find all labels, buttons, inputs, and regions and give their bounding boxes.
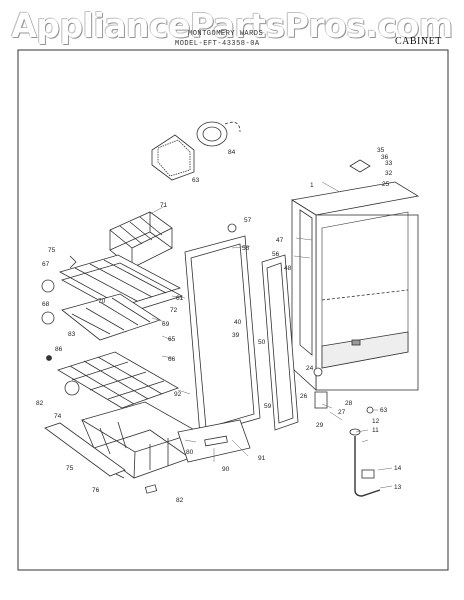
part-82 [64,380,80,396]
label-75b: 75 [66,465,74,472]
label-47: 47 [276,237,284,244]
label-36: 36 [381,154,389,161]
label-67: 67 [42,261,50,268]
label-63: 63 [192,177,200,184]
label-57: 57 [244,217,252,224]
label-75: 75 [48,247,56,254]
brand-heading: MONTGOMERY WARDS [188,30,264,38]
drain-cup [349,428,361,436]
label-13: 13 [394,484,402,491]
label-74: 74 [54,413,62,420]
label-39: 39 [232,332,240,339]
label-70: 70 [98,298,106,305]
label-12: 12 [372,418,380,425]
thermostat-knob [349,159,371,173]
part-68 [41,311,55,325]
label-71: 71 [160,202,168,209]
label-35: 35 [377,147,385,154]
label-48: 48 [284,265,292,272]
door-panel [184,235,261,436]
part-75 [69,255,77,269]
label-24: 24 [306,365,314,372]
label-82b: 82 [176,497,184,504]
toe-grille [177,419,251,463]
screw-63 [366,406,374,414]
label-32: 32 [385,170,393,177]
drain-hose [354,436,381,497]
label-1: 1 [310,182,314,189]
label-80: 80 [186,449,194,456]
section-title: CABINET [395,36,442,47]
label-25: 25 [382,181,390,188]
screw-86 [46,355,52,361]
label-91: 91 [258,455,266,462]
part-76 [115,473,125,479]
label-61: 61 [176,295,184,302]
drain-fitting [361,469,375,479]
screw-57 [227,223,237,233]
model-heading: MODEL-EFT-43358-0A [175,40,260,48]
label-11: 11 [372,427,379,434]
label-86: 86 [55,346,63,353]
label-72: 72 [170,307,178,314]
label-66: 66 [168,356,176,363]
label-28: 28 [345,400,353,407]
label-58: 58 [242,245,250,252]
label-63b: 63 [380,407,388,414]
label-29: 29 [316,422,324,429]
label-27: 27 [338,409,346,416]
label-33: 33 [385,160,393,167]
label-69: 69 [162,321,170,328]
part-82b [144,484,158,494]
label-50: 50 [258,339,266,346]
label-68: 68 [42,301,50,308]
fan-assembly [151,121,241,181]
watermark: AppliancePartsPros.com [11,6,453,45]
label-14: 14 [394,465,402,472]
door-gasket [261,254,299,431]
middle-shelf [61,293,161,341]
part-67 [41,279,55,293]
label-82: 82 [36,400,44,407]
label-90: 90 [222,466,230,473]
label-84: 84 [228,149,236,156]
cabinet-body [290,181,420,391]
label-40: 40 [234,319,242,326]
label-59: 59 [264,403,272,410]
label-76: 76 [92,487,100,494]
label-92: 92 [174,391,182,398]
label-65: 65 [168,336,176,343]
diagram-frame [17,49,449,571]
label-83: 83 [68,331,76,338]
label-26: 26 [300,393,308,400]
basket-rail [44,422,126,477]
lower-hinge [314,391,328,409]
part-24 [313,367,323,377]
wire-shelf [57,351,179,409]
label-56: 56 [272,251,280,258]
